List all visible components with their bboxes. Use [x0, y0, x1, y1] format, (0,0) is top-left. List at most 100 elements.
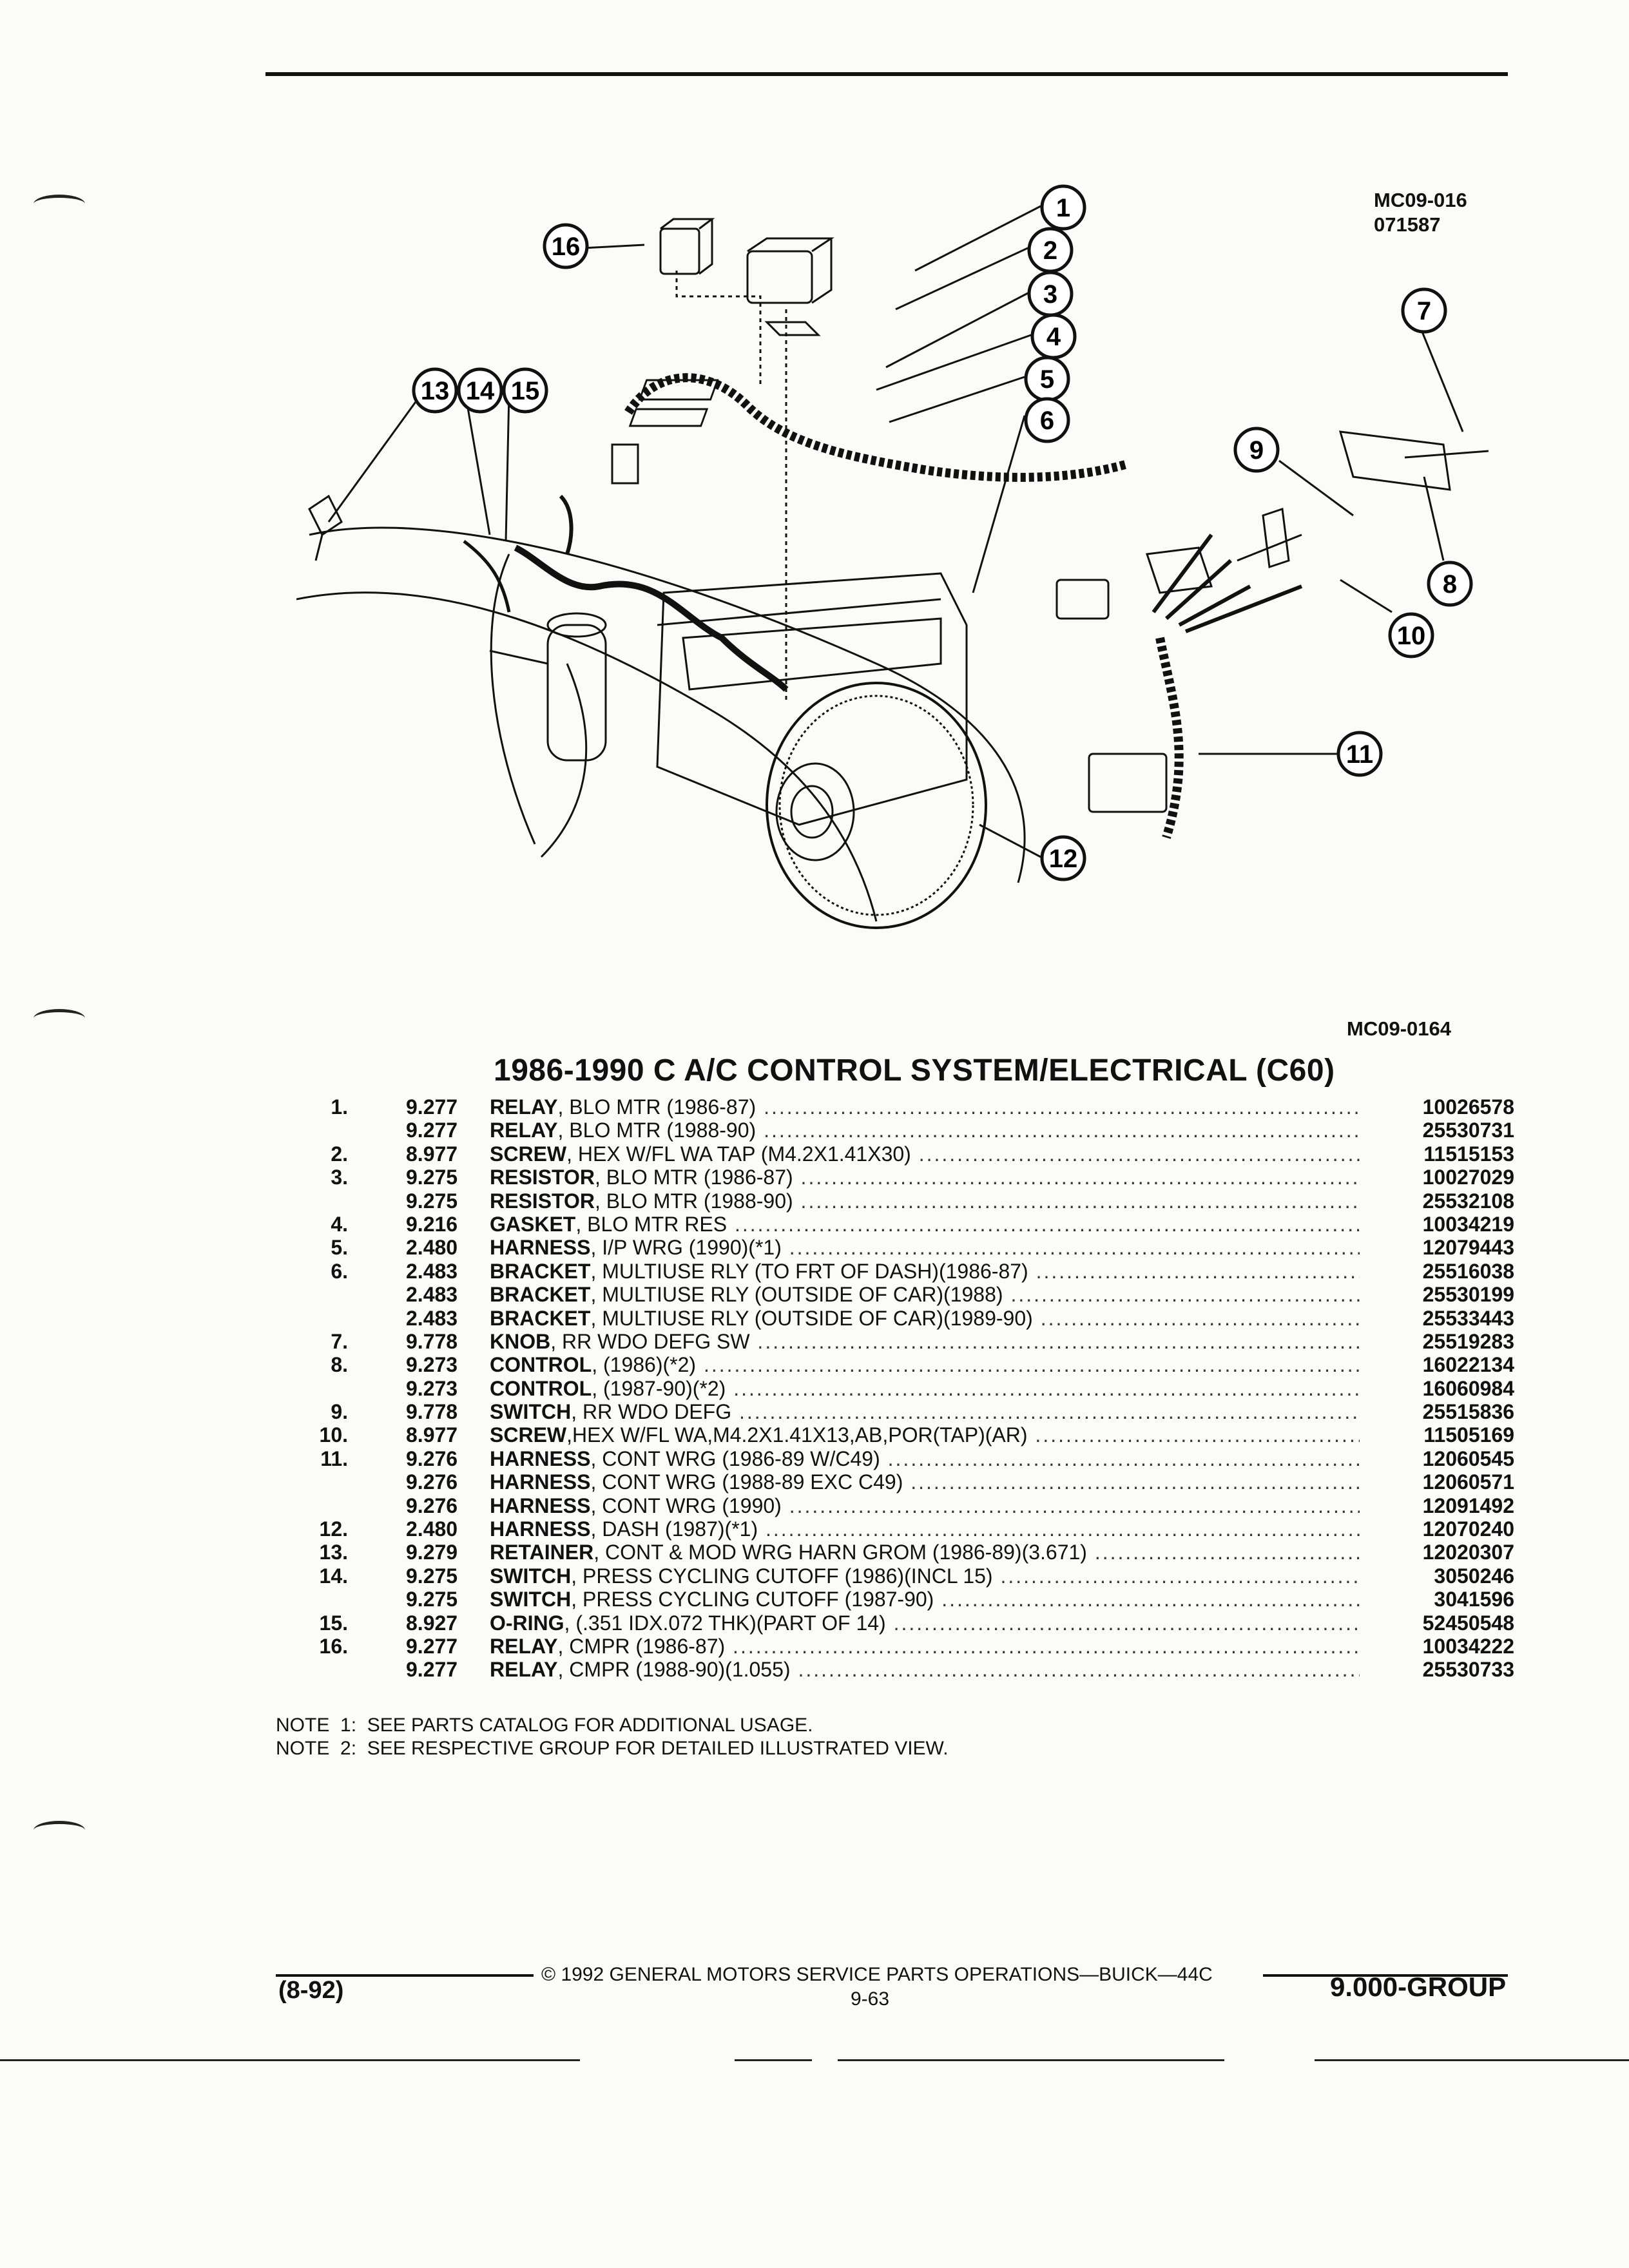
callout-label: 10	[1397, 622, 1426, 650]
group-number: 2.483	[406, 1283, 458, 1307]
bottom-rule	[838, 2059, 1224, 2061]
part-detail: , RR WDO DEFG SW	[550, 1329, 750, 1353]
part-name: HARNESS	[490, 1446, 591, 1470]
part-number: 25530733	[1422, 1658, 1514, 1682]
part-description: SCREW, HEX W/FL WA TAP (M4.2X1.41X30) ..…	[490, 1142, 1360, 1166]
leader-dots: ........................................…	[918, 1142, 1360, 1166]
part-description: BRACKET, MULTIUSE RLY (OUTSIDE OF CAR)(1…	[490, 1307, 1360, 1330]
leader-dots: ........................................…	[734, 1212, 1360, 1236]
part-number: 11505169	[1423, 1423, 1514, 1447]
callout-label: 2	[1043, 236, 1057, 265]
part-name: CONTROL	[490, 1376, 592, 1400]
part-description: SWITCH, RR WDO DEFG ....................…	[490, 1400, 1360, 1423]
note-1: NOTE 1: SEE PARTS CATALOG FOR ADDITIONAL…	[276, 1715, 813, 1736]
part-detail: , BLO MTR (1988-90)	[595, 1189, 793, 1213]
part-description: BRACKET, MULTIUSE RLY (OUTSIDE OF CAR)(1…	[490, 1283, 1360, 1306]
figure-code-bottom: MC09-0164	[1347, 1017, 1451, 1040]
callout-14: 14	[457, 367, 503, 414]
part-number: 52450548	[1422, 1611, 1514, 1635]
part-detail: , CMPR (1986-87)	[557, 1634, 726, 1658]
part-description: SWITCH, PRESS CYCLING CUTOFF (1986)(INCL…	[490, 1564, 1360, 1588]
leader-dots: ........................................…	[911, 1470, 1360, 1494]
part-detail: , PRESS CYCLING CUTOFF (1987-90)	[571, 1588, 934, 1611]
figure-code-line: MC09-016	[1374, 189, 1467, 211]
group-number: 9.778	[406, 1400, 458, 1424]
item-number: 10.	[319, 1423, 348, 1447]
leader-dots: ........................................…	[798, 1658, 1360, 1682]
part-description: SWITCH, PRESS CYCLING CUTOFF (1987-90) .…	[490, 1588, 1360, 1611]
item-number: 6.	[331, 1259, 348, 1283]
callout-label: 13	[421, 377, 450, 405]
part-description: RELAY, CMPR (1988-90)(1.055) ...........…	[490, 1658, 1360, 1681]
leader-dots: ........................................…	[893, 1611, 1360, 1635]
item-number: 14.	[319, 1564, 348, 1588]
part-description: HARNESS, I/P WRG (1990)(*1) ............…	[490, 1236, 1360, 1259]
callout-4: 4	[1030, 313, 1077, 360]
part-number: 25530731	[1422, 1119, 1514, 1142]
group-number: 9.276	[406, 1494, 458, 1517]
part-detail: , RR WDO DEFG	[571, 1400, 732, 1424]
part-name: RELAY	[490, 1119, 558, 1142]
group-number: 2.483	[406, 1259, 458, 1283]
part-name: CONTROL	[490, 1353, 592, 1377]
part-description: CONTROL, (1986)(*2) ....................…	[490, 1353, 1360, 1376]
part-number: 12060571	[1422, 1470, 1514, 1494]
footer-copyright: © 1992 GENERAL MOTORS SERVICE PARTS OPER…	[541, 1964, 1213, 1985]
item-number: 4.	[331, 1212, 348, 1236]
part-name: SWITCH	[490, 1564, 572, 1588]
part-detail: , MULTIUSE RLY (TO FRT OF DASH)(1986-87)	[590, 1259, 1028, 1283]
part-number: 10027029	[1422, 1166, 1514, 1189]
leader-dots: ........................................…	[887, 1446, 1360, 1470]
footer-rule-right	[1263, 1974, 1508, 1977]
part-name: KNOB	[490, 1329, 551, 1353]
item-number: 9.	[331, 1400, 348, 1424]
part-detail: , CMPR (1988-90)(1.055)	[557, 1658, 791, 1682]
part-detail: , CONT WRG (1986-89 W/C49)	[590, 1446, 880, 1470]
parts-row: 10. 8.977 SCREW,HEX W/FL WA,M4.2X1.41X13,A…	[296, 1423, 1514, 1446]
part-number: 12091492	[1422, 1494, 1514, 1517]
part-name: RELAY	[490, 1095, 558, 1119]
part-description: RELAY, BLO MTR (1988-90) ...............…	[490, 1119, 1360, 1142]
part-description: RESISTOR, BLO MTR (1988-90) ............…	[490, 1189, 1360, 1213]
part-number: 11515153	[1423, 1142, 1514, 1166]
item-number: 12.	[319, 1517, 348, 1541]
figure-code-line: 071587	[1374, 213, 1441, 236]
group-number: 9.778	[406, 1329, 458, 1353]
part-number: 25532108	[1422, 1189, 1514, 1213]
item-number: 11.	[320, 1446, 348, 1470]
part-detail: , MULTIUSE RLY (OUTSIDE OF CAR)(1988)	[590, 1283, 1003, 1307]
leader-dots: ........................................…	[1000, 1564, 1360, 1588]
callout-2: 2	[1027, 227, 1074, 273]
callout-7: 7	[1401, 287, 1447, 334]
part-name: HARNESS	[490, 1236, 591, 1260]
item-number: 8.	[331, 1353, 348, 1377]
parts-row: 9. 9.778 SWITCH, RR WDO DEFG .............…	[296, 1400, 1514, 1423]
leader-dots: ........................................…	[1036, 1259, 1360, 1283]
item-number: 7.	[331, 1329, 348, 1353]
part-description: CONTROL, (1987-90)(*2) .................…	[490, 1377, 1360, 1400]
part-detail: ,HEX W/FL WA,M4.2X1.41X13,AB,POR(TAP)(AR…	[566, 1423, 1028, 1447]
part-name: SWITCH	[490, 1588, 572, 1611]
part-name: SCREW	[490, 1423, 567, 1447]
item-number: 3.	[331, 1166, 348, 1189]
group-number: 2.483	[406, 1306, 458, 1330]
group-number: 2.480	[406, 1517, 458, 1541]
callout-label: 15	[511, 377, 540, 405]
leader-dots: ........................................…	[733, 1634, 1360, 1658]
callout-10: 10	[1388, 612, 1434, 658]
item-number: 5.	[331, 1236, 348, 1260]
part-detail: , BLO MTR RES	[575, 1212, 728, 1236]
note-2: NOTE 2: SEE RESPECTIVE GROUP FOR DETAILE…	[276, 1738, 949, 1759]
part-detail: , BLO MTR (1986-87)	[557, 1095, 757, 1119]
part-description: HARNESS, CONT WRG (1988-89 EXC C49) ....…	[490, 1470, 1360, 1494]
group-number: 8.977	[406, 1423, 458, 1447]
